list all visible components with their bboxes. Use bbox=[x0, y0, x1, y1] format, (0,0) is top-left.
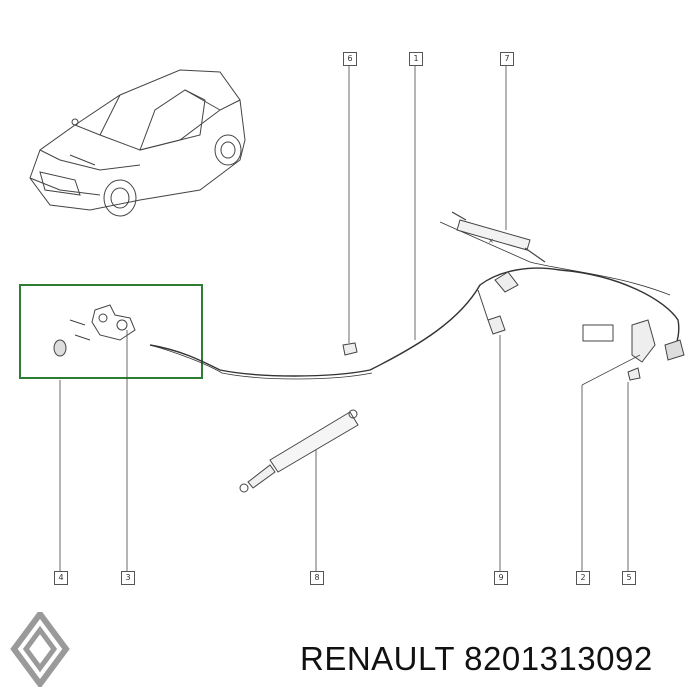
release-cable bbox=[149, 267, 680, 377]
gas-strut bbox=[239, 409, 359, 493]
hood-latch bbox=[69, 304, 136, 341]
handle-screw bbox=[627, 367, 641, 381]
callout-9: 9 bbox=[494, 571, 508, 585]
part-number: 8201313092 bbox=[464, 640, 653, 677]
brand-name: RENAULT bbox=[300, 640, 455, 677]
callout-4: 4 bbox=[54, 571, 68, 585]
footer-part-label: RENAULT 8201313092 bbox=[300, 640, 653, 678]
callout-5: 5 bbox=[622, 571, 636, 585]
callout-7: 7 bbox=[500, 52, 514, 66]
grommet bbox=[342, 342, 358, 356]
cable-connector bbox=[477, 271, 519, 335]
latch-detail-frame bbox=[19, 284, 203, 379]
rubber-stop bbox=[53, 339, 67, 357]
renault-logo bbox=[10, 612, 70, 687]
car-illustration bbox=[29, 69, 246, 217]
callout-8: 8 bbox=[310, 571, 324, 585]
callout-3: 3 bbox=[121, 571, 135, 585]
cable-clip bbox=[451, 211, 546, 263]
release-handle bbox=[582, 319, 685, 363]
clip-cross-mark: × bbox=[488, 237, 494, 245]
callout-6: 6 bbox=[343, 52, 357, 66]
callout-1: 1 bbox=[409, 52, 423, 66]
callout-2: 2 bbox=[576, 571, 590, 585]
leader-lines bbox=[59, 64, 641, 571]
